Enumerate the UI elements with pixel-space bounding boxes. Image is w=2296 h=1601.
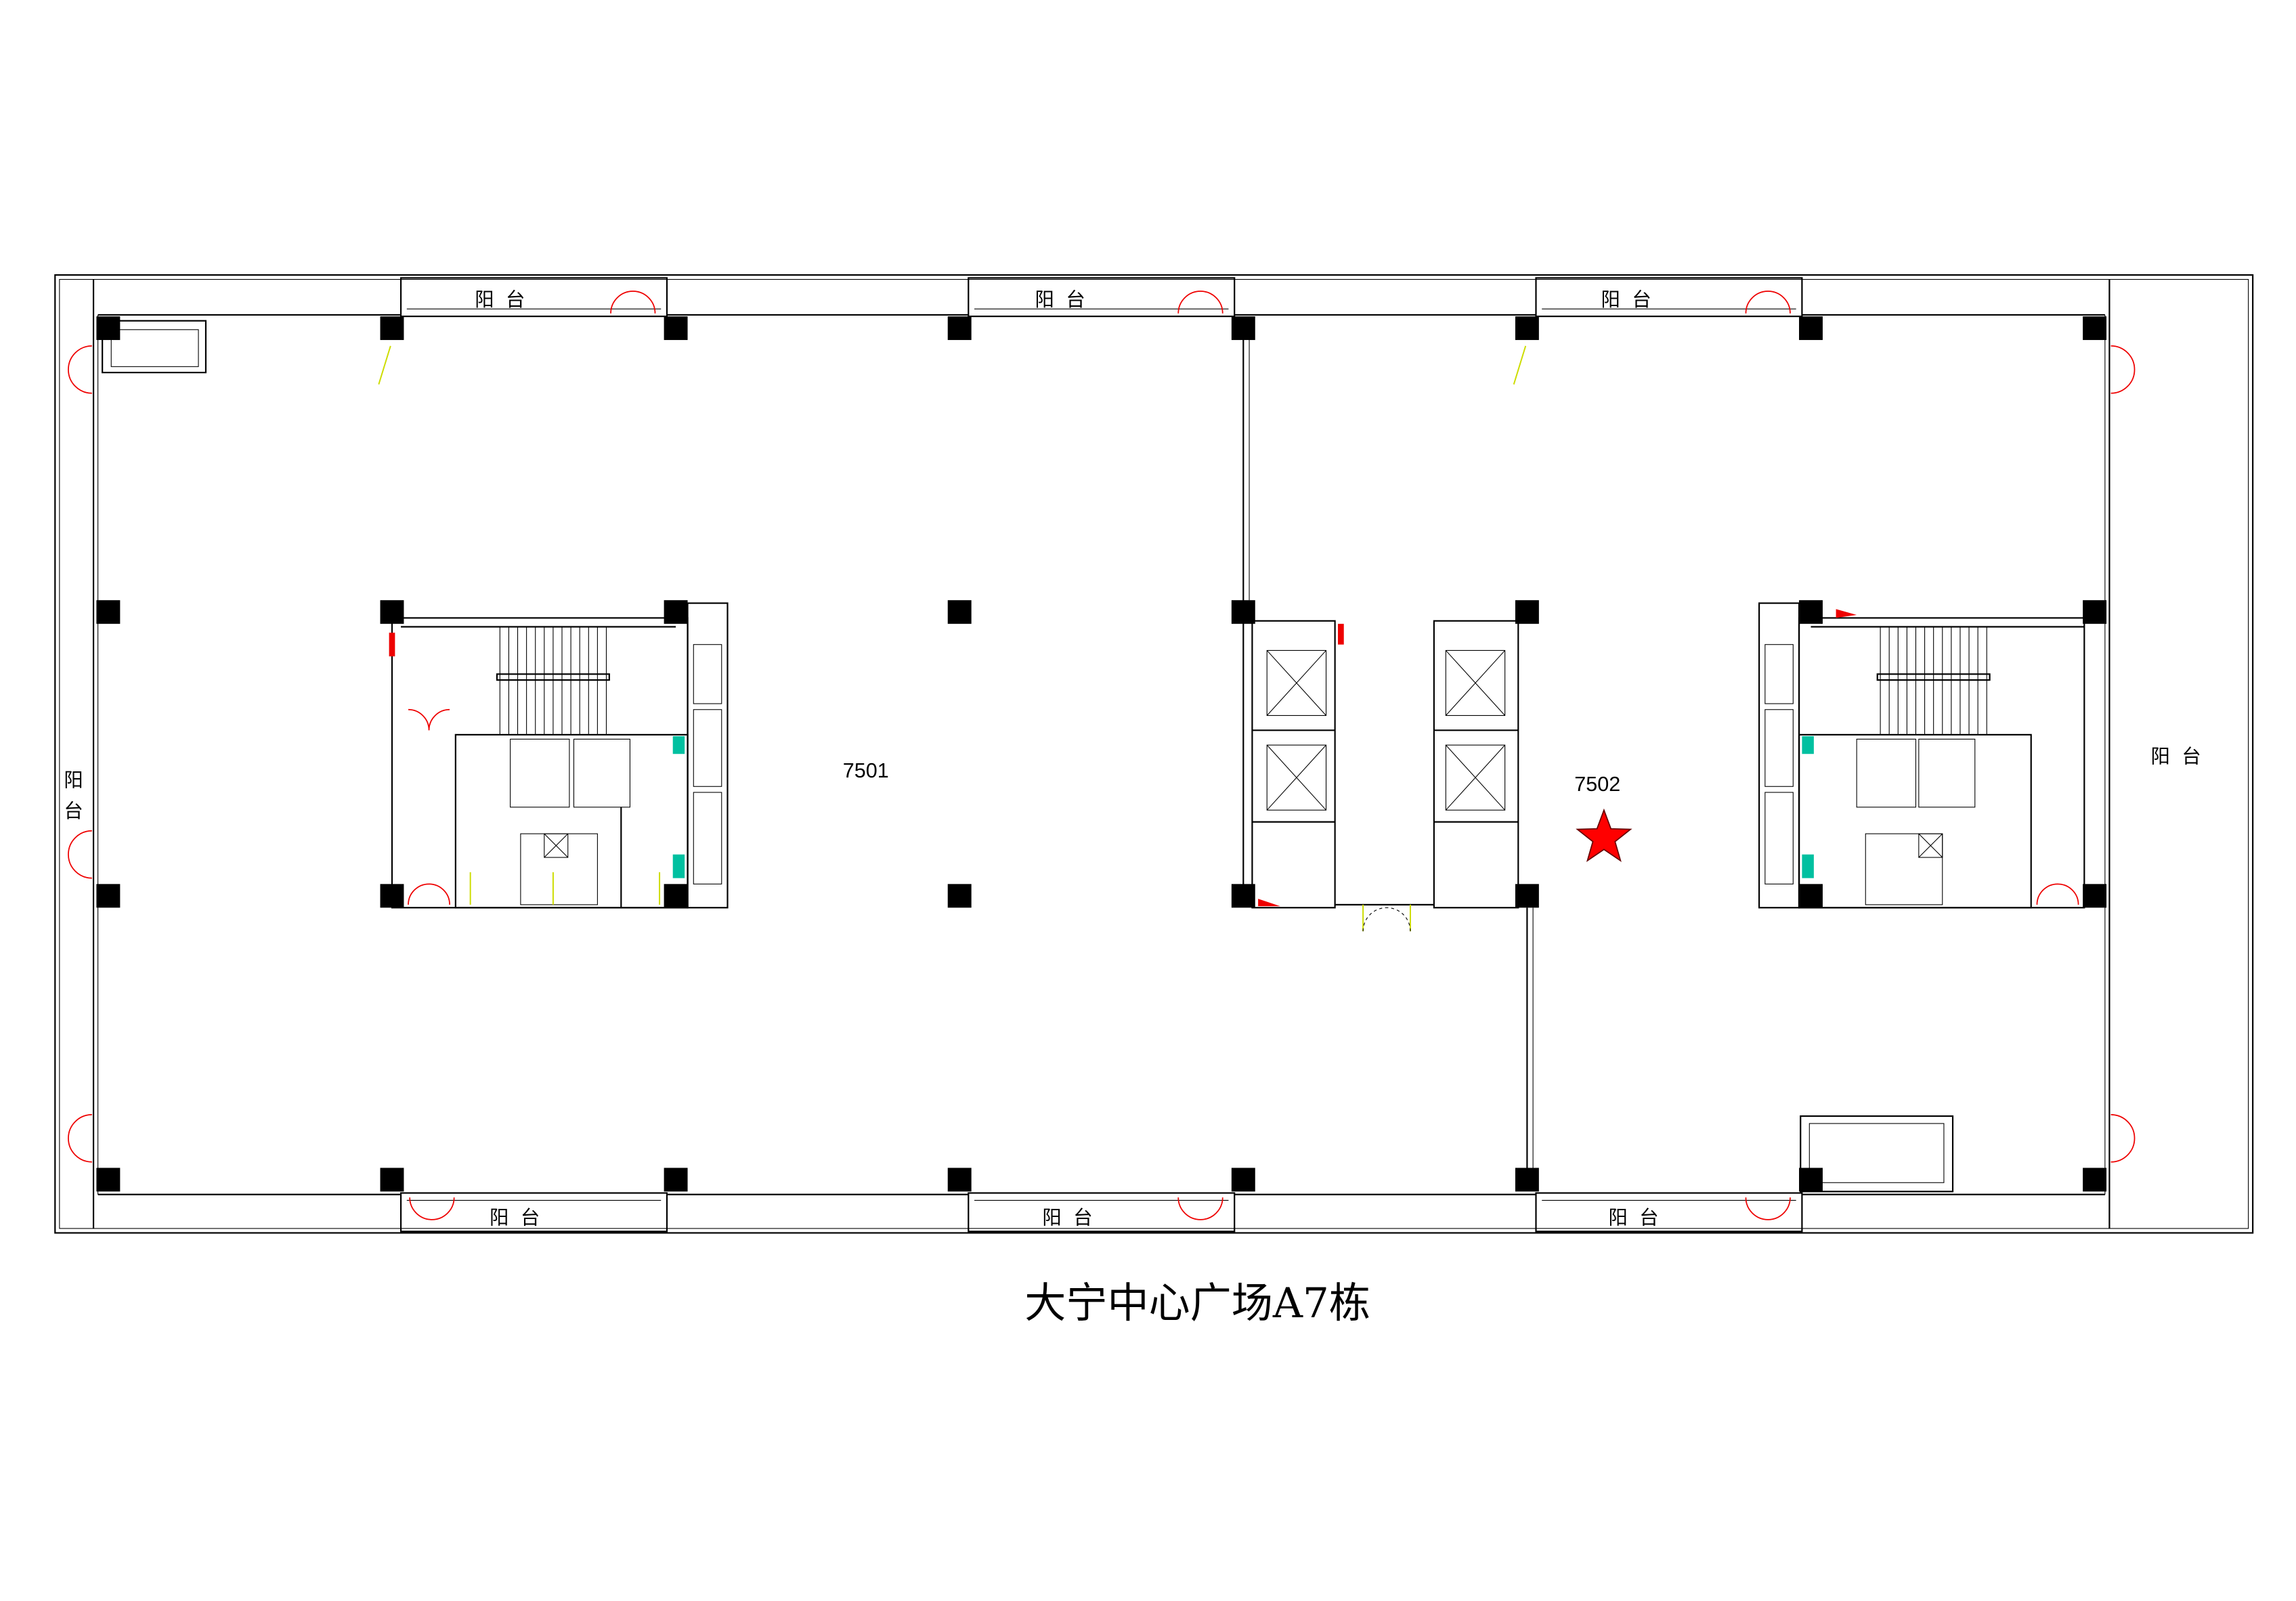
column — [96, 600, 121, 624]
stair-restroom-core-left — [389, 602, 729, 909]
column — [947, 1168, 972, 1192]
column — [380, 316, 404, 341]
column — [1231, 1168, 1255, 1192]
column — [2083, 1168, 2107, 1192]
balcony-doors — [68, 291, 2136, 1220]
unit-number-7502: 7502 — [1574, 773, 1620, 796]
column — [664, 600, 688, 624]
column — [2083, 600, 2107, 624]
interior-walls — [102, 320, 1954, 1193]
star-icon — [1576, 808, 1632, 862]
stair-restroom-core-right — [1758, 602, 2085, 909]
balcony-label-bottom-3: 阳台 — [1608, 1206, 1670, 1229]
column — [1515, 316, 1539, 341]
unit-number-7501: 7501 — [843, 759, 889, 782]
balcony-label-bottom-1: 阳台 — [490, 1206, 552, 1229]
balcony-label-right: 阳台 — [2151, 745, 2213, 767]
column — [1799, 884, 1823, 908]
balconies — [399, 277, 1803, 1233]
column — [1799, 1168, 1823, 1192]
column — [380, 1168, 404, 1192]
balcony-label-left-2: 台 — [64, 800, 83, 822]
balcony-label-bottom-2: 阳台 — [1042, 1206, 1104, 1229]
balcony-label-left-1: 阳 — [64, 769, 83, 791]
exterior-walls — [54, 274, 2254, 1234]
column — [1799, 600, 1823, 624]
balcony-label-top-2: 阳台 — [1035, 289, 1098, 311]
column — [664, 884, 688, 908]
column — [664, 316, 688, 341]
balcony-label-top-1: 阳台 — [475, 289, 537, 311]
column — [947, 600, 972, 624]
column — [96, 1168, 121, 1192]
column — [947, 884, 972, 908]
column — [947, 316, 972, 341]
column — [96, 316, 121, 341]
elevator-core — [1251, 620, 1519, 932]
balcony-label-top-3: 阳台 — [1601, 289, 1664, 311]
drawing-title: 大宁中心广场A7栋 — [1024, 1279, 1370, 1327]
column — [96, 884, 121, 908]
column — [664, 1168, 688, 1192]
column — [1515, 600, 1539, 624]
structural-columns — [96, 316, 2107, 1192]
column — [1515, 884, 1539, 908]
column — [2083, 884, 2107, 908]
column — [1799, 316, 1823, 341]
column — [2083, 316, 2107, 341]
